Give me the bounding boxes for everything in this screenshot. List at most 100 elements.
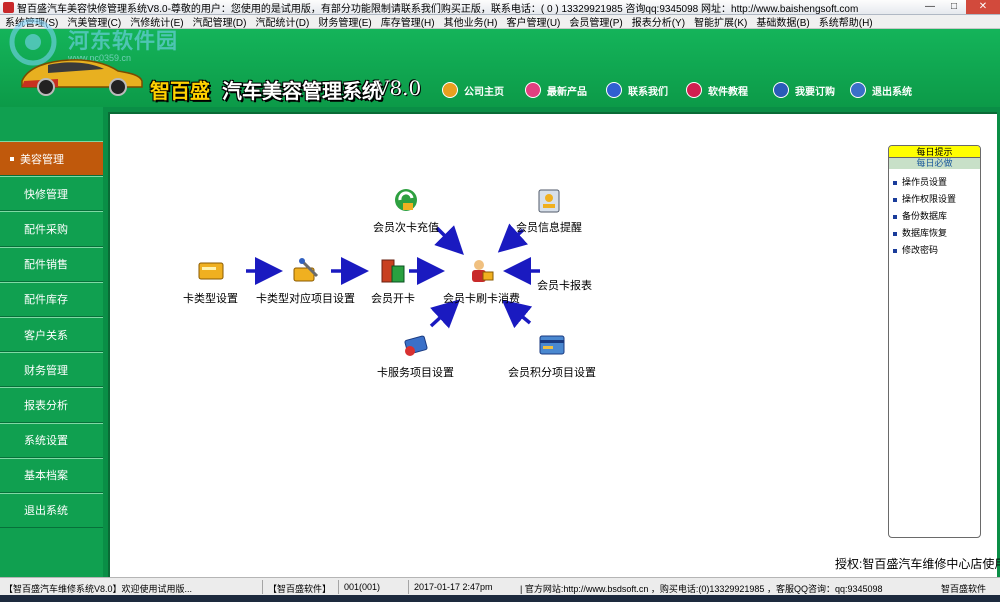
status-app: 【智百盛汽车维修系统V8.0】欢迎使用试用版...: [4, 584, 193, 594]
brand-name: 智百盛: [150, 79, 210, 103]
toplink-exit-label: 退出系统: [872, 86, 912, 98]
flower-icon: [525, 82, 541, 98]
toplink-products-label: 最新产品: [547, 86, 587, 98]
sidebar-item-label: 报表分析: [24, 399, 68, 412]
menu-reports[interactable]: 报表分析(Y): [631, 18, 686, 29]
toplink-home[interactable]: 公司主页: [442, 82, 504, 98]
sidebar-item-repair[interactable]: 快修管理: [0, 176, 103, 212]
card-item-node[interactable]: 卡类型对应项目设置: [256, 256, 355, 306]
copyright-text: 授权:智百盛汽车维修中心店使用: [835, 557, 1000, 571]
system-name: 汽车美容管理系统: [222, 79, 382, 103]
tips-header: 每日提示: [889, 146, 980, 158]
consume-label: 会员卡刷卡消费: [443, 293, 520, 305]
tips-subheader: 每日必做: [889, 158, 980, 169]
reminder-node[interactable]: 会员信息提醒: [516, 185, 582, 235]
exit-icon: [850, 82, 866, 98]
daily-tips-panel: 每日提示 每日必做 操作员设置 操作权限设置 备份数据库 数据库恢复 修改密码: [888, 145, 981, 538]
menu-beauty[interactable]: 汽美管理(C): [67, 18, 122, 29]
sidebar-item-exit[interactable]: 退出系统: [0, 492, 103, 529]
arrow-consume-to-points: [501, 299, 533, 329]
open-card-icon: [381, 259, 405, 283]
reminder-icon: [538, 189, 560, 213]
open-card-label: 会员开卡: [371, 293, 415, 305]
menu-inventory[interactable]: 库存管理(H): [380, 18, 435, 29]
sidebar-item-sales[interactable]: 配件销售: [0, 246, 103, 282]
menu-other[interactable]: 其他业务(H): [443, 18, 498, 29]
sidebar-item-archive[interactable]: 基本档案: [0, 457, 103, 493]
recharge-node[interactable]: 会员次卡充值: [373, 185, 439, 235]
sidebar-item-purchase[interactable]: 配件采购: [0, 211, 103, 247]
app-icon: [3, 1, 14, 13]
status-bar: 【智百盛汽车维修系统V8.0】欢迎使用试用版... 【智百盛软件】 001(00…: [0, 577, 1000, 595]
menu-member[interactable]: 会员管理(P): [569, 18, 623, 29]
menu-finance[interactable]: 财务管理(E): [318, 18, 372, 29]
menu-help[interactable]: 系统帮助(H): [818, 18, 873, 29]
service-node[interactable]: 卡服务项目设置: [377, 330, 454, 380]
tip-backup-db[interactable]: 备份数据库: [893, 208, 980, 225]
toplink-tutorial-label: 软件教程: [708, 86, 748, 98]
toplink-exit[interactable]: 退出系统: [850, 82, 912, 98]
sidebar-item-label: 配件销售: [24, 259, 68, 272]
close-button[interactable]: ✕: [966, 0, 1000, 14]
sidebar-item-crm[interactable]: 客户关系: [0, 316, 103, 353]
card-swipe-icon: [471, 260, 493, 282]
menu-parts-stats[interactable]: 汽配统计(D): [255, 18, 310, 29]
status-datetime: 2017-01-17 2:47pm: [414, 582, 493, 592]
tip-label: 操作权限设置: [902, 194, 957, 204]
main-area: 卡类型设置 卡类型对应项目设置 会员开卡 会员卡刷卡消费 会员次卡充值 会员信息…: [103, 107, 1000, 578]
sidebar-item-reports[interactable]: 报表分析: [0, 387, 103, 423]
menu-repair-stats[interactable]: 汽修统计(E): [130, 18, 184, 29]
sidebar-item-stock[interactable]: 配件库存: [0, 281, 103, 317]
consume-node[interactable]: 会员卡刷卡消费: [443, 256, 520, 306]
order-icon: [773, 82, 789, 98]
sidebar-item-settings[interactable]: 系统设置: [0, 422, 103, 458]
maximize-button[interactable]: □: [950, 1, 958, 12]
points-icon: [539, 335, 565, 355]
toplink-tutorial[interactable]: 软件教程: [686, 82, 748, 98]
sidebar-item-label: 美容管理: [20, 153, 64, 166]
menu-customer[interactable]: 客户管理(U): [506, 18, 561, 29]
menu-basic-data[interactable]: 基础数据(B): [756, 18, 810, 29]
home-icon: [442, 82, 458, 98]
tip-change-password[interactable]: 修改密码: [893, 242, 980, 259]
tip-restore-db[interactable]: 数据库恢复: [893, 225, 980, 242]
sidebar-item-label: 基本档案: [24, 470, 68, 483]
menu-smart[interactable]: 智能扩展(K): [694, 18, 748, 29]
tip-label: 修改密码: [902, 245, 939, 255]
sidebar-item-label: 财务管理: [24, 364, 68, 377]
toplink-order[interactable]: 我要订购: [773, 82, 835, 98]
watermark-url: www.pc0359.cn: [68, 53, 132, 63]
tip-label: 操作员设置: [902, 177, 948, 187]
watermark: 河东软件园 www.pc0359.cn: [8, 17, 218, 67]
reminder-label: 会员信息提醒: [516, 222, 582, 234]
sidebar-item-beauty[interactable]: 美容管理: [0, 141, 103, 177]
minimize-button[interactable]: —: [925, 1, 935, 12]
recharge-label: 会员次卡充值: [373, 222, 439, 234]
tip-operator-settings[interactable]: 操作员设置: [893, 174, 980, 191]
sidebar-item-label: 快修管理: [24, 188, 68, 201]
report-label: 会员卡报表: [537, 280, 592, 292]
watermark-logo-icon: [9, 18, 57, 66]
report-node[interactable]: 会员卡报表: [537, 277, 592, 293]
toplink-contact[interactable]: 联系我们: [606, 82, 668, 98]
tip-permission-settings[interactable]: 操作权限设置: [893, 191, 980, 208]
menu-parts[interactable]: 汽配管理(D): [192, 18, 247, 29]
toplink-products[interactable]: 最新产品: [525, 82, 587, 98]
arrow-service-to-consume: [429, 299, 461, 329]
tip-label: 数据库恢复: [902, 228, 948, 238]
open-card-node[interactable]: 会员开卡: [371, 256, 415, 306]
bullet-icon: [893, 214, 897, 219]
service-label: 卡服务项目设置: [377, 367, 454, 379]
header-banner: 河东软件园 www.pc0359.cn 智百盛 汽车美容管理系统 V8.0 公司…: [0, 18, 1000, 107]
sidebar-item-finance[interactable]: 财务管理: [0, 352, 103, 388]
sidebar-item-label: 系统设置: [24, 435, 68, 448]
bullet-icon: [893, 197, 897, 202]
card-type-node[interactable]: 卡类型设置: [183, 256, 238, 306]
os-taskbar: [0, 595, 1000, 602]
status-user: 001(001): [344, 582, 381, 592]
window-title: 智百盛汽车美容快修管理系统V8.0-尊敬的用户：您使用的是试用版，有部分功能限制…: [17, 3, 859, 15]
points-node[interactable]: 会员积分项目设置: [508, 330, 596, 380]
card-tools-icon: [293, 258, 318, 282]
status-contact: | 官方网站:http://www.bsdsoft.cn ，购买电话:(0)13…: [520, 584, 883, 594]
service-icon: [403, 335, 428, 356]
